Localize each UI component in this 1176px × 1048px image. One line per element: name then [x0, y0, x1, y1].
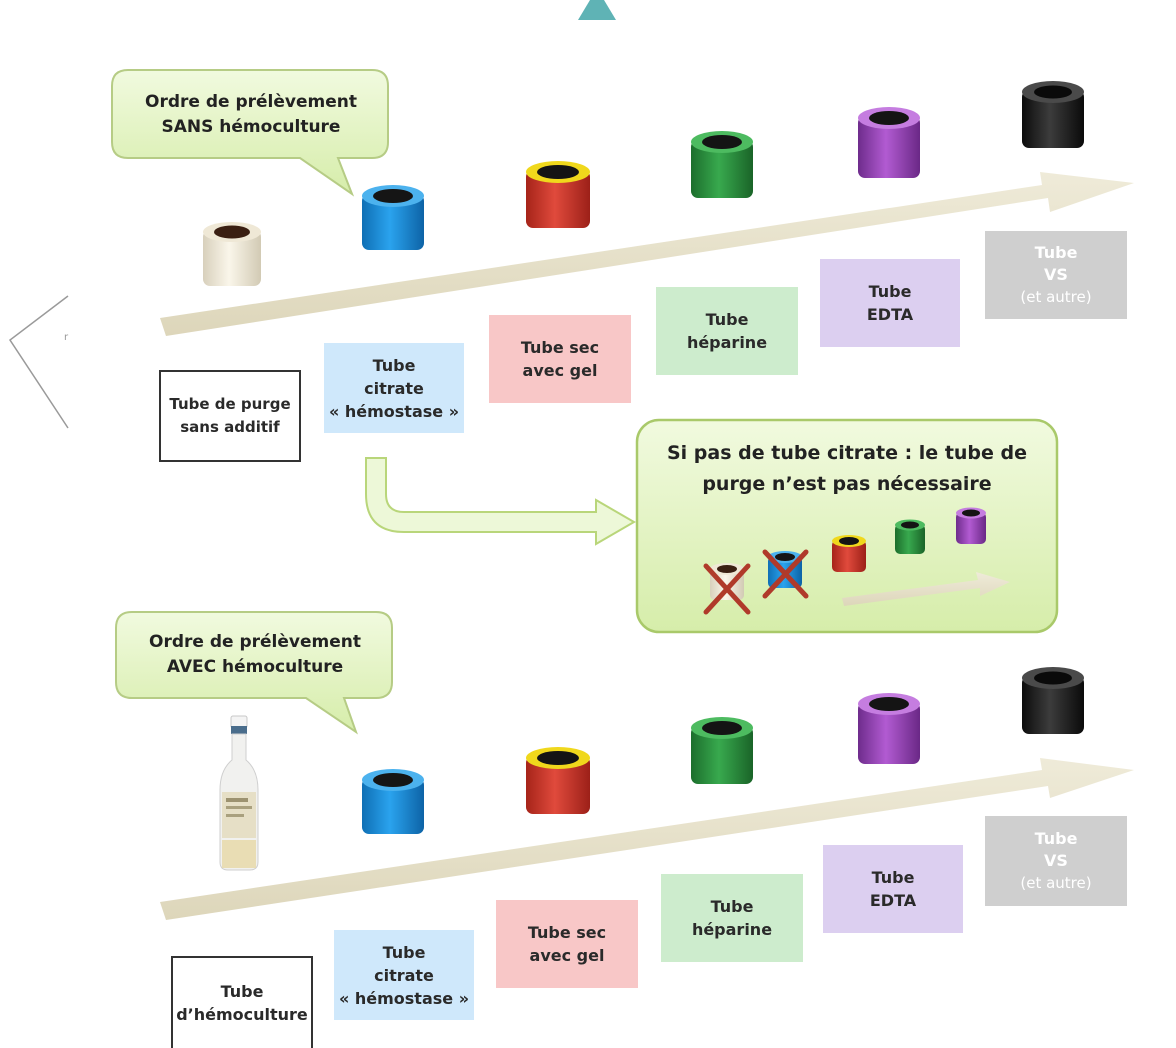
teal-decoration — [578, 0, 616, 20]
dry-gel-tube-cap — [526, 747, 590, 814]
label-vs-tube: Tube VS (et autre) — [985, 231, 1127, 319]
cross-icon — [703, 563, 751, 615]
svg-text:r: r — [64, 332, 69, 343]
top-bubble-text: Ordre de prélèvement SANS hémoculture — [145, 92, 357, 137]
edta-mini-cap — [956, 507, 986, 544]
label-hemoculture-tube: Tube d’hémoculture — [171, 956, 313, 1048]
vs-tube-cap — [1022, 667, 1084, 734]
heparin-tube-cap — [691, 717, 753, 784]
label-purge-tube: Tube de purge sans additif — [159, 370, 301, 462]
label-heparin-tube: Tube héparine — [656, 287, 798, 375]
label-heparin-tube: Tube héparine — [661, 874, 803, 962]
bottom-order-arrow — [160, 758, 1134, 920]
bottom-speech-bubble — [115, 611, 393, 735]
label-citrate-tube: Tube citrate « hémostase » — [324, 343, 464, 433]
citrate-tube-cap — [362, 185, 424, 250]
purge-mini-cap-crossed — [703, 563, 751, 615]
label-vs-tube-extra: (et autre) — [1020, 874, 1092, 892]
label-edta-tube: Tube EDTA — [820, 259, 960, 347]
vs-tube-cap — [1022, 81, 1084, 148]
citrate-mini-cap-crossed — [762, 549, 809, 599]
blood-culture-bottle — [219, 715, 259, 871]
label-dry-gel-tube: Tube sec avec gel — [496, 900, 638, 988]
chevron-left-icon — [8, 295, 69, 429]
bottom-bubble-text: Ordre de prélèvement AVEC hémoculture — [149, 632, 361, 677]
top-speech-bubble — [111, 69, 389, 197]
dry-gel-tube-cap — [526, 161, 590, 228]
citrate-tube-cap — [362, 769, 424, 834]
note-text: Si pas de tube citrate : le tube de purg… — [666, 442, 1028, 495]
purge-tube-cap — [203, 222, 261, 286]
top-order-arrow — [160, 172, 1134, 336]
label-dry-gel-tube: Tube sec avec gel — [489, 315, 631, 403]
label-vs-tube-name: Tube VS — [1034, 243, 1078, 284]
label-vs-tube-name: Tube VS — [1034, 829, 1078, 870]
heparin-tube-cap — [691, 131, 753, 198]
label-vs-tube-extra: (et autre) — [1020, 288, 1092, 306]
dry-gel-mini-cap — [832, 535, 866, 572]
label-edta-tube: Tube EDTA — [823, 845, 963, 933]
label-citrate-tube: Tube citrate « hémostase » — [334, 930, 474, 1020]
cross-icon — [762, 549, 809, 599]
edta-tube-cap — [858, 107, 920, 178]
note-mini-arrow — [842, 572, 1010, 606]
edta-tube-cap — [858, 693, 920, 764]
curved-green-arrow — [365, 457, 636, 546]
label-vs-tube: Tube VS (et autre) — [985, 816, 1127, 906]
heparin-mini-cap — [895, 519, 925, 554]
